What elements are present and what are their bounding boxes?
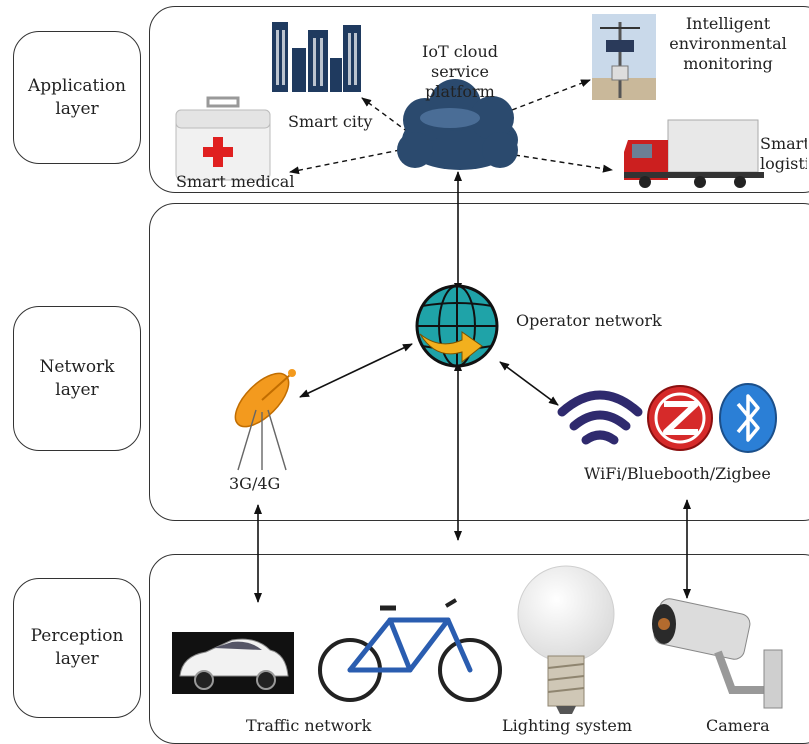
smart-city-label: Smart city [288, 112, 373, 131]
arrow-to-city [361, 97, 409, 133]
network-layer-text: Network layer [39, 356, 115, 400]
bluetooth-icon [719, 383, 777, 453]
arrow-to-environment [511, 79, 591, 111]
medical-kit-icon [175, 96, 271, 181]
network-layer-label: Network layer [13, 306, 141, 451]
arrow-to-logistics [514, 154, 613, 173]
camera-label: Camera [706, 716, 770, 735]
city-buildings-icon [272, 22, 361, 92]
satellite-dish-icon [234, 369, 296, 471]
operator-network-label: Operator network [516, 311, 662, 330]
lighting-system-label: Lighting system [502, 716, 632, 735]
environment-monitoring-label: Intelligent environmental monitoring [669, 14, 787, 73]
cloud-dashed-arrows [289, 79, 613, 175]
smart-medical-label: Smart medical [176, 172, 295, 191]
arrow-operator-wireless [499, 361, 559, 406]
mobile-network-label: 3G/4G [229, 474, 281, 493]
globe-icon [415, 284, 499, 368]
light-bulb-icon [517, 565, 615, 714]
application-layer-label: Application layer [13, 31, 141, 164]
arrow-operator-mobile [299, 343, 413, 398]
truck-icon [624, 119, 764, 188]
weather-station-icon [592, 14, 656, 100]
connection-arrows [254, 171, 691, 603]
zigbee-icon [647, 385, 713, 451]
car-icon [172, 632, 294, 694]
perception-layer-label: Perception layer [13, 578, 141, 718]
cloud-icon [397, 79, 518, 170]
smart-logistics-label: Smart logistics [760, 134, 807, 173]
traffic-network-label: Traffic network [246, 716, 372, 735]
network-layer-box [149, 203, 809, 521]
arrow-to-medical [289, 149, 401, 175]
wireless-network-label: WiFi/Bluebooth/Zigbee [584, 464, 771, 483]
perception-layer-text: Perception layer [30, 626, 124, 669]
bicycle-icon [318, 598, 502, 702]
cloud-platform-label: IoT cloud service platform [422, 42, 498, 101]
wifi-icon [557, 390, 643, 445]
security-camera-icon [652, 598, 783, 709]
application-layer-text: Application layer [27, 75, 127, 119]
